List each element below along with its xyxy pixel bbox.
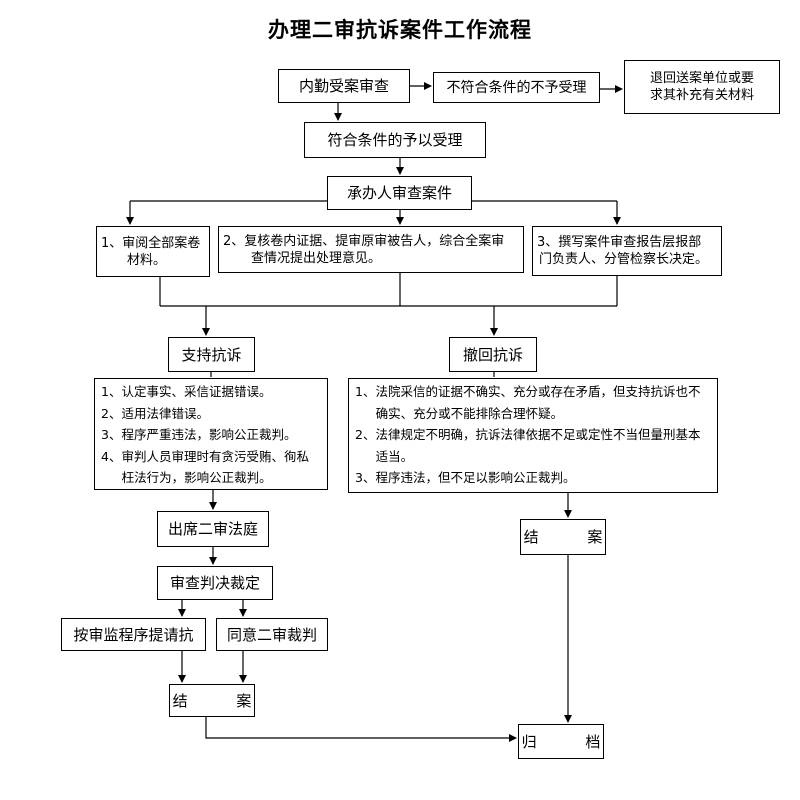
step3-line-1: 3、撰写案件审查报告层报部	[537, 235, 702, 250]
arrow-close-left-to-archive	[205, 717, 517, 742]
box-close-right: 结 案	[520, 519, 606, 555]
page-title: 办理二审抗诉案件工作流程	[268, 18, 532, 42]
box-withdraw-protest: 撤回抗诉	[449, 337, 537, 372]
box-attend-court: 出席二审法庭	[157, 511, 269, 547]
close-left-label: 结 案	[172, 691, 274, 710]
return-line-2: 求其补充有关材料	[649, 88, 754, 103]
step2-line-1: 2、复核卷内证据、提审原审被告人，综合全案审	[223, 233, 505, 249]
support-reasons-list: 1、认定事实、采信证据错误。 2、适用法律错误。 3、程序严重违法，影响公正裁判…	[101, 381, 321, 489]
judgment-label: 审查判决裁定	[169, 574, 260, 592]
close-right-label: 结 案	[523, 528, 625, 546]
agree-label: 同意二审裁判	[226, 625, 317, 644]
box-review-judgment: 审查判决裁定	[157, 566, 273, 600]
box-return-materials: 退回送案单位或要 求其补充有关材料	[624, 60, 780, 114]
archive-label: 归 档	[521, 732, 623, 751]
box-handler-review: 承办人审查案件	[327, 176, 472, 210]
withdraw-reason-item: 1、法院采信的证据不确实、充分或存在矛盾，但支持抗诉也不确实、充分或不能排除合理…	[355, 384, 701, 421]
protest-label: 按审监程序提请抗	[73, 625, 194, 644]
box-file-protest: 按审监程序提请抗	[61, 618, 206, 651]
step1-line-1: 1、审阅全部案卷	[101, 235, 201, 251]
withdraw-reasons-list: 1、法院采信的证据不确实、充分或存在矛盾，但支持抗诉也不确实、充分或不能排除合理…	[355, 381, 711, 489]
box-withdraw-reasons: 1、法院采信的证据不确实、充分或存在矛盾，但支持抗诉也不确实、充分或不能排除合理…	[348, 378, 718, 493]
withdraw-reason-item: 3、程序违法，但不足以影响公正裁判。	[355, 470, 576, 485]
handler-label: 承办人审查案件	[346, 184, 452, 202]
step3-line-2: 门负责人、分管检察长决定。	[539, 252, 709, 267]
box-step-2: 2、复核卷内证据、提审原审被告人，综合全案审 查情况提出处理意见。	[218, 226, 524, 273]
return-line-1: 退回送案单位或要	[649, 71, 754, 86]
support-reason-item: 1、认定事实、采信证据错误。	[101, 384, 272, 399]
intake-review-label: 内勤受案审查	[298, 77, 389, 95]
step1-line-2: 材料。	[127, 252, 167, 268]
box-agree-ruling: 同意二审裁判	[216, 618, 328, 651]
box-support-protest: 支持抗诉	[168, 337, 255, 372]
accept-label: 符合条件的予以受理	[327, 131, 463, 149]
step2-line-2: 查情况提出处理意见。	[251, 250, 382, 266]
support-label: 支持抗诉	[181, 345, 242, 364]
reject-label: 不符合条件的不予受理	[446, 79, 587, 96]
box-close-left: 结 案	[169, 684, 255, 717]
box-accept: 符合条件的予以受理	[304, 122, 486, 158]
box-intake-review: 内勤受案审查	[278, 69, 410, 103]
withdraw-label: 撤回抗诉	[462, 345, 523, 364]
support-reason-item: 3、程序严重违法，影响公正裁判。	[101, 427, 297, 442]
withdraw-reason-item: 2、法律规定不明确，抗诉法律依据不足或定性不当但量刑基本适当。	[355, 427, 701, 464]
box-support-reasons: 1、认定事实、采信证据错误。 2、适用法律错误。 3、程序严重违法，影响公正裁判…	[94, 378, 328, 490]
box-step-3: 3、撰写案件审查报告层报部 门负责人、分管检察长决定。	[532, 226, 722, 276]
box-step-1: 1、审阅全部案卷 材料。	[96, 226, 210, 277]
box-archive: 归 档	[518, 724, 604, 759]
support-reason-item: 2、适用法律错误。	[101, 405, 209, 421]
court-label: 出席二审法庭	[167, 520, 258, 538]
box-reject: 不符合条件的不予受理	[433, 72, 600, 103]
support-reason-item: 4、审判人员审理时有贪污受贿、徇私枉法行为，影响公正裁判。	[101, 448, 309, 486]
